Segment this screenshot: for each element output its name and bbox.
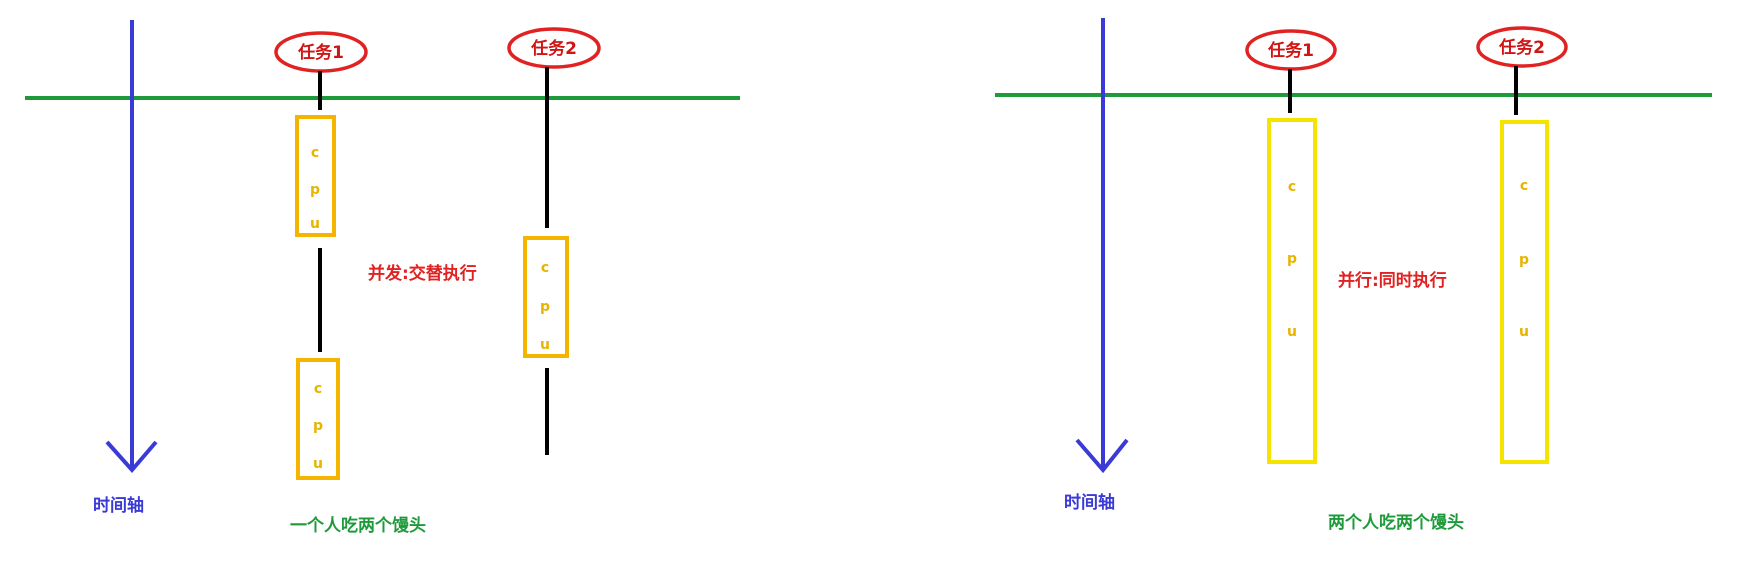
task2-badge: 任务2 [507,27,601,69]
parallelism-caption: 两个人吃两个馒头 [1328,512,1464,533]
task1-cpu-block-1: c p u [295,115,336,237]
parallelism-panel: 时间轴 任务1 c p u 任务2 c p u 并行:同时执行 两个人吃两个馒头 [995,18,1712,533]
task1-badge: 任务1 [274,31,368,73]
task2-label: 任务2 [1498,37,1545,58]
concurrency-caption: 一个人吃两个馒头 [290,515,426,536]
task1-cpu-block: c p u [1267,118,1317,464]
svg-text:u: u [540,337,550,353]
time-axis-arrow [105,20,158,474]
svg-text:u: u [313,456,323,472]
task1-cpu-block-2: c p u [296,358,340,480]
task2-cpu-block: c p u [523,236,569,358]
svg-text:c: c [1520,178,1528,194]
svg-text:u: u [310,216,320,232]
time-axis-label: 时间轴 [1064,492,1115,513]
time-axis-arrow [1075,18,1129,474]
svg-text:c: c [311,145,319,161]
svg-text:p: p [1519,252,1529,268]
svg-text:u: u [1519,324,1529,340]
svg-text:u: u [1287,324,1297,340]
task2-badge: 任务2 [1476,26,1568,68]
task1-label: 任务1 [1267,40,1314,61]
concurrency-panel: 时间轴 任务1 c p u c p u 任务2 c p [25,20,740,536]
time-axis-label: 时间轴 [93,495,144,516]
task1-label: 任务1 [297,42,344,63]
task2-cpu-block: c p u [1500,120,1549,464]
svg-text:p: p [310,182,320,198]
svg-text:c: c [1288,179,1296,195]
concurrency-note: 并发:交替执行 [368,263,477,284]
svg-text:p: p [540,299,550,315]
svg-text:c: c [314,381,322,397]
svg-text:c: c [541,260,549,276]
svg-text:p: p [313,418,323,434]
task2-label: 任务2 [530,38,577,59]
parallelism-note: 并行:同时执行 [1338,270,1447,291]
task1-badge: 任务1 [1245,29,1337,71]
svg-text:p: p [1287,251,1297,267]
